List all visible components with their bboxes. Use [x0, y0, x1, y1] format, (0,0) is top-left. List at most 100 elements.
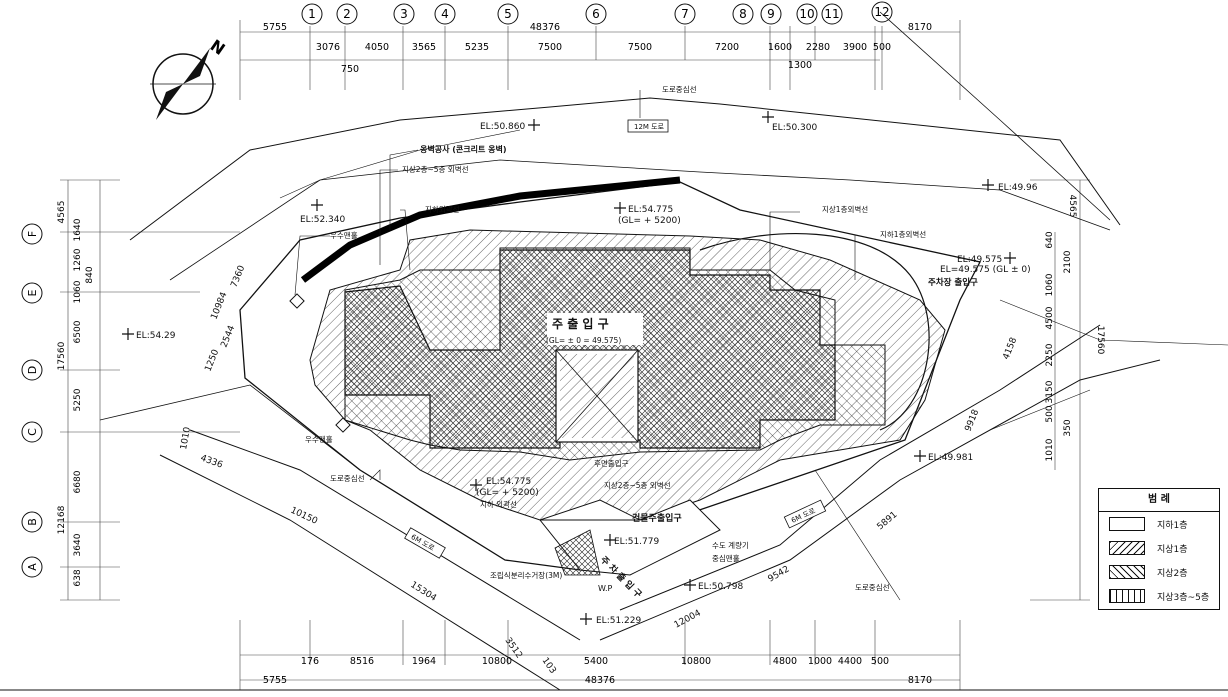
legend-label: 지상3층~5층	[1157, 592, 1210, 603]
elevation-label: EL:54.775	[628, 205, 673, 215]
dim: 4400	[838, 656, 862, 667]
dim: 1060	[73, 280, 83, 303]
dim: 840	[85, 266, 95, 283]
dim: 500	[873, 42, 891, 53]
dim: 500	[1045, 405, 1055, 422]
dim: 103	[540, 656, 558, 676]
dim: 1640	[73, 218, 83, 241]
north-label: N	[207, 36, 229, 59]
dims-right: 4565 17560 12168 640 2100 1060 4500 2250…	[1045, 195, 1105, 535]
elevation-label: EL:49.96	[998, 183, 1038, 193]
dim: 1300	[788, 60, 812, 71]
elevation-label: EL:50.798	[698, 582, 743, 592]
dim: 4158	[1002, 336, 1020, 361]
dim: 1000	[808, 656, 832, 667]
dim: 5891	[876, 510, 900, 532]
dims-bottom: 176 8516 1964 10800 5400 10800 4800 1000…	[263, 656, 932, 686]
grid-label: 11	[824, 7, 839, 21]
dim: 3640	[73, 533, 83, 556]
grid-label: 9	[767, 7, 775, 21]
legend-title: 범 례	[1099, 489, 1219, 512]
grid-bubble-labels-left: F E D C B A	[26, 231, 39, 571]
legend-swatch	[1109, 589, 1145, 603]
dim: 12004	[673, 608, 703, 630]
dim: 48376	[585, 675, 615, 686]
legend-item: 지상3층~5층	[1099, 584, 1219, 608]
elevation-label: EL:54.775	[486, 477, 531, 487]
dim: 5755	[263, 675, 287, 686]
main-entry-label: 주 출 입 구	[552, 316, 609, 331]
legend-item: 지하1층	[1099, 512, 1219, 536]
dim: 4500	[1045, 306, 1055, 329]
grid-label: D	[26, 366, 39, 374]
elevation-label: EL:51.229	[596, 616, 641, 626]
dim: 7360	[230, 264, 248, 289]
retaining-wall	[300, 176, 681, 283]
road-width-label: 12M 도로	[634, 123, 665, 131]
legend-item: 지상2층	[1099, 560, 1219, 584]
dim: 1010	[179, 426, 193, 451]
dim: 1250	[204, 348, 222, 373]
grid-label: A	[26, 563, 39, 571]
dim: 3150	[1045, 380, 1055, 403]
dim: 9918	[964, 408, 982, 433]
elevation-label: EL:49.575	[957, 255, 1002, 265]
dims-left: 4565 17560 12168 1640 1260 840 1060 6500…	[57, 201, 95, 587]
elevation-label: (GL= + 5200)	[476, 488, 539, 498]
dim: 9542	[767, 564, 792, 584]
grid-label: 1	[308, 7, 316, 21]
dim: 1060	[1045, 273, 1055, 296]
legend-label: 지상1층	[1157, 544, 1188, 555]
dim: 4800	[773, 656, 797, 667]
road-center-label: 도로중심선	[662, 84, 697, 94]
wall-line-label: 지상1층외벽선	[822, 204, 868, 214]
dim: 12168	[57, 505, 67, 534]
dims-top: 5755 48376 8170 3076 4050 3565 5235 7500…	[263, 22, 932, 75]
grid-label: 8	[739, 7, 747, 21]
dim: 750	[341, 64, 359, 75]
dim: 10800	[482, 656, 512, 667]
dim: 1600	[768, 42, 792, 53]
manhole-label: 중심맨홀	[712, 553, 740, 563]
grid-bubbles-top	[301, 1, 893, 25]
dim: 1964	[412, 656, 436, 667]
elevation-label: EL:50.300	[772, 123, 817, 133]
dim: 6500	[73, 320, 83, 343]
dim: 2100	[1063, 250, 1073, 273]
dim: 4336	[199, 453, 224, 470]
storage-label: 조립식분리수거장(3M)	[490, 570, 562, 580]
dim: 6680	[73, 470, 83, 493]
elevation-label: (GL= + 5200)	[618, 216, 681, 226]
grid-bubble-labels-top: 1 2 3 4 5 6 7 8 9 10 11 12	[308, 5, 889, 21]
grid-label: C	[26, 428, 39, 436]
dim: 3565	[412, 42, 436, 53]
wall-line-label: 지하외곽선	[425, 204, 460, 214]
road-center-label: 도로중심선	[855, 582, 890, 592]
site-boundary	[99, 11, 1228, 691]
legend-item: 지상1층	[1099, 536, 1219, 560]
dim: 10800	[681, 656, 711, 667]
drain-manhole-icon	[335, 417, 351, 433]
grid-label: 5	[504, 7, 512, 21]
drain-manhole-icon	[289, 293, 305, 309]
dim: 8170	[908, 675, 932, 686]
car-entry-label: 주차장 출입구	[928, 277, 978, 288]
dim: 4565	[57, 201, 67, 224]
pedestrian-entry-label: 건물주출입구	[632, 512, 682, 524]
water-meter-label: 수도 계량기	[712, 540, 749, 550]
legend-label: 지하1층	[1157, 520, 1188, 531]
dim: 7200	[715, 42, 739, 53]
dim: 176	[301, 656, 319, 667]
grid-label: B	[26, 518, 39, 526]
dim: 5400	[584, 656, 608, 667]
wall-line-label: 지상2층~5층 외벽선	[604, 480, 671, 490]
grid-label: 6	[592, 7, 600, 21]
elevation-label: EL:54.29	[136, 331, 176, 341]
dim: 350	[1063, 419, 1073, 436]
dim: 10150	[289, 506, 319, 527]
dim: 5755	[263, 22, 287, 33]
main-entry-gl: (GL= ± 0 = 49.575)	[546, 336, 621, 345]
dim: 1260	[73, 248, 83, 271]
elevation-label: EL:49.981	[928, 453, 973, 463]
